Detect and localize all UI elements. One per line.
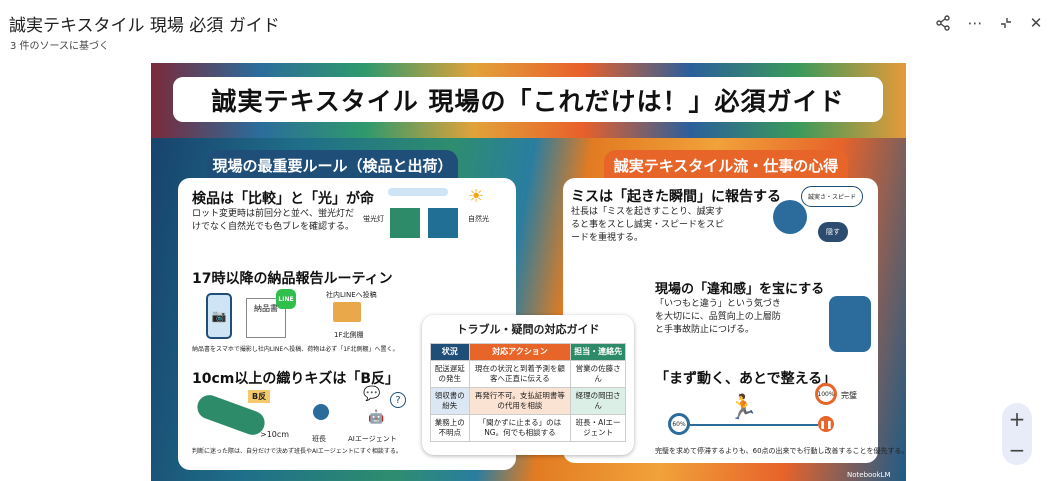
worker-phone-icon — [773, 200, 807, 234]
robot-icon: 🤖 — [368, 410, 385, 425]
box-icon — [333, 302, 361, 322]
s3-title: 10cm以上の織りキズは「B反」 — [192, 371, 400, 387]
smartphone-camera-icon: 📷 — [206, 293, 232, 339]
r2-body: 「いつもと違う」という気づきを大切にに、品質向上の上層防と手事故防止につげる。 — [655, 299, 781, 335]
table-row: 業務上の不明点「聞かずに止まる」のはNG。何でも相談する班長・AIエージェント — [430, 414, 626, 442]
right-section-header: 誠実テキスタイル流・仕事の心得 — [604, 150, 848, 180]
more-icon[interactable]: ⋯ — [967, 14, 983, 32]
cell: 「聞かずに止まる」のはNG。何でも相談する — [468, 414, 572, 442]
honesty-bubble: 誠実さ・スピード — [801, 186, 864, 207]
label-natural: 自然光 — [468, 215, 489, 223]
r1-body: 社長は「ミスを起きすことり、誠実すると事をスとし誠実・スピードをスピードを重視す… — [571, 207, 725, 243]
line-icon: LINE — [276, 289, 296, 309]
table-row: 領収書の紛失再発行不可。支払証明書等の代用を相談経理の岡田さん — [430, 387, 626, 415]
b-grade-tag: B反 — [248, 390, 271, 403]
trouble-table: 状況 対応アクション 担当・連絡先 配送遅延の発生現在の状況と到着予測を顧客へ正… — [430, 343, 626, 442]
cell: 現在の状況と到着予測を顧客へ正直に伝える — [468, 360, 572, 388]
r1-title: ミスは「起きた瞬間」に報告する — [571, 189, 781, 205]
fabric-swatch-icon — [428, 208, 458, 238]
infographic-image: 誠実テキスタイル 現場の「これだけは！」必須ガイド 現場の最重要ルール（検品と出… — [151, 63, 906, 481]
measure-label: >10cm — [260, 430, 290, 439]
table-header: 担当・連絡先 — [570, 343, 626, 361]
cell: 班長・AIエージェント — [570, 414, 626, 442]
share-icon[interactable] — [932, 12, 954, 34]
fluorescent-light-icon — [388, 188, 448, 196]
progress-track — [688, 424, 818, 426]
r2-title: 現場の「違和感」を宝にする — [655, 282, 825, 297]
s3-body: 判断に迷った際は、自分だけで決めず班長やAIエージェントにすぐ相談する。 — [192, 448, 402, 455]
table-header: 状況 — [430, 343, 470, 361]
zoom-in-button[interactable]: + — [1008, 406, 1026, 431]
fabric-swatch-icon — [390, 208, 420, 238]
ai-label: AIエージェント — [348, 435, 397, 443]
question-icon: ? — [390, 392, 406, 408]
leader-label: 班長 — [312, 435, 326, 443]
perfect-label: 完璧 — [841, 391, 857, 400]
cell: 配送遅延の発生 — [430, 360, 470, 388]
shelf-label: 1F北側棚 — [334, 331, 364, 339]
r3-title: 「まず動く、あとで整える」 — [655, 371, 837, 387]
table-row: 配送遅延の発生現在の状況と到着予測を顧客へ正直に伝える営業の佐藤さん — [430, 360, 626, 388]
progress-100-marker: 100% — [815, 383, 837, 405]
chat-bubble-icon: 💬 — [363, 386, 381, 402]
watermark: NotebookLM — [847, 471, 891, 479]
source-count: 3 件のソースに基づく — [10, 41, 110, 52]
infographic-title: 誠実テキスタイル 現場の「これだけは！」必須ガイド — [173, 77, 883, 122]
cell: 業務上の不明点 — [430, 414, 470, 442]
zoom-controls: + − — [1002, 403, 1032, 465]
cell: 領収書の紛失 — [430, 387, 470, 415]
leader-avatar-icon — [313, 404, 329, 420]
cell: 再発行不可。支払証明書等の代用を相談 — [468, 387, 572, 415]
s1-body: ロット変更時は前回分と並べ、蛍光灯だけでなく自然光でも色ブレを確認する。 — [192, 209, 355, 232]
post-label: 社内LINEへ投稿 — [326, 291, 377, 299]
table-title: トラブル・疑問の対応ガイド — [456, 323, 600, 336]
progress-60-marker: 60% — [668, 413, 690, 435]
collapse-icon[interactable] — [995, 12, 1017, 34]
s1-title: 検品は「比較」と「光」が命 — [192, 191, 374, 207]
page-title: 誠実テキスタイル 現場 必須 ガイド — [9, 16, 280, 36]
s2-body: 納品書をスマホで撮影し社内LINEへ投稿、荷物は必ず「1F北側棚」へ置く。 — [192, 346, 399, 353]
delivery-note-icon: 納品書 — [246, 298, 286, 338]
cell: 経理の岡田さん — [570, 387, 626, 415]
left-section-header: 現場の最重要ルール（検品と出荷） — [207, 150, 458, 180]
zoom-out-button[interactable]: − — [1008, 437, 1026, 462]
sun-icon: ☀ — [468, 186, 485, 207]
worker-inspecting-icon — [829, 296, 871, 352]
close-icon[interactable]: ✕ — [1029, 14, 1043, 32]
table-header: 対応アクション — [468, 343, 572, 361]
hide-crossed-icon: 隠す — [818, 222, 848, 242]
s2-title: 17時以降の納品報告ルーティン — [192, 271, 393, 287]
trouble-guide-card: トラブル・疑問の対応ガイド 状況 対応アクション 担当・連絡先 配送遅延の発生現… — [422, 315, 634, 455]
cell: 営業の佐藤さん — [570, 360, 626, 388]
label-fluorescent: 蛍光灯 — [363, 215, 384, 223]
r3-body: 完璧を求めて停滞するよりも、60点の出来でも行動し改善することを優先する。 — [655, 447, 906, 455]
pause-icon: ❚❚ — [818, 416, 834, 432]
running-person-icon: 🏃 — [728, 393, 758, 421]
